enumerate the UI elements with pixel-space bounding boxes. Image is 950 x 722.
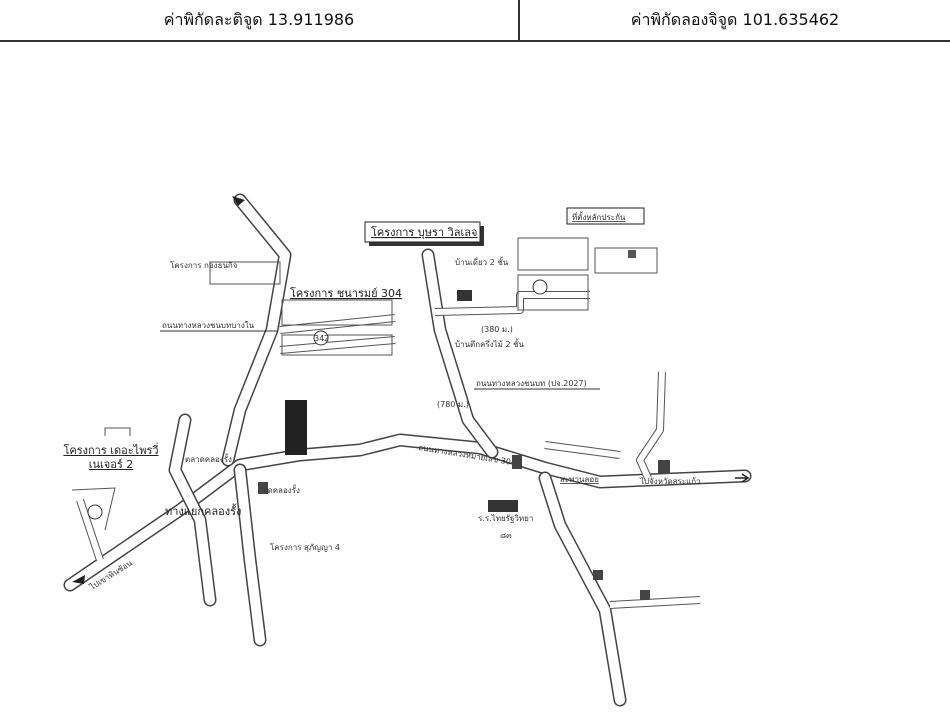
label-market: ตลาดคลองรั้ง (185, 453, 232, 464)
arrow-north-icon (232, 196, 245, 206)
latitude-cell: ค่าพิกัดละติจูด 13.911986 (0, 0, 520, 40)
label-project-supanya: โครงการ สุภัญญา 4 (270, 542, 340, 552)
plot-marker (313, 330, 329, 346)
label-project-budsara: โครงการ บุษรา วิลเลจ (371, 225, 477, 239)
label-project-privy: โครงการ เดอะไพรวี่ เนเจอร์ 2 (63, 444, 159, 471)
building-icon (658, 460, 670, 474)
label-school-no: ๘๓ (500, 531, 512, 540)
label-rural-road-left: ถนนทางหลวงชนบทบางใน (162, 321, 255, 330)
label-temple: วัดคลองรั้ง (263, 484, 300, 495)
label-house-wood: บ้านตึกครึ่งไม้ 2 ชั้น (455, 338, 525, 349)
house-icon (593, 570, 603, 580)
label-collateral: ที่ตั้งหลักประกัน (572, 211, 626, 222)
roads (63, 193, 752, 707)
label-house-2-floor: บ้านเดี่ยว 2 ชั้น (455, 256, 509, 267)
temple-icon (258, 482, 268, 494)
coordinates-header: ค่าพิกัดละติจูด 13.911986 ค่าพิกัดลองจิจ… (0, 0, 950, 42)
building-icon (512, 455, 522, 469)
house-icon (640, 590, 650, 600)
label-dist-780: (780 ม.) (437, 400, 469, 409)
collateral-marker (628, 250, 636, 258)
label-junction: ทางแยกคลองรั้ง (165, 503, 241, 518)
school-icon (488, 500, 518, 512)
building-icons (258, 290, 670, 600)
longitude-cell: ค่าพิกัดลองจิจูด 101.635462 (630, 9, 840, 29)
label-to-sakaeo: ไปจังหวัดสระแก้ว (639, 477, 701, 486)
housing-plots (71, 237, 658, 531)
arrow-east-icon (735, 473, 750, 483)
house-icon (457, 290, 472, 301)
arrow-west-icon (72, 575, 85, 584)
label-dist-380: (380 ม.) (481, 325, 513, 334)
label-plot-no: 342 (314, 334, 329, 343)
label-project-kongthanakit: โครงการ กองธนกิจ (170, 260, 238, 270)
label-project-304: โครงการ ชนารมย์ 304 (290, 286, 402, 300)
label-rural-road-2027: ถนนทางหลวงชนบท (ปจ.2027) (476, 379, 587, 388)
direction-arrows (72, 196, 750, 584)
label-overpass: สะพานลอย (560, 475, 599, 484)
label-school: ร.ร.ไทยรัฐวิทยา (478, 514, 533, 523)
